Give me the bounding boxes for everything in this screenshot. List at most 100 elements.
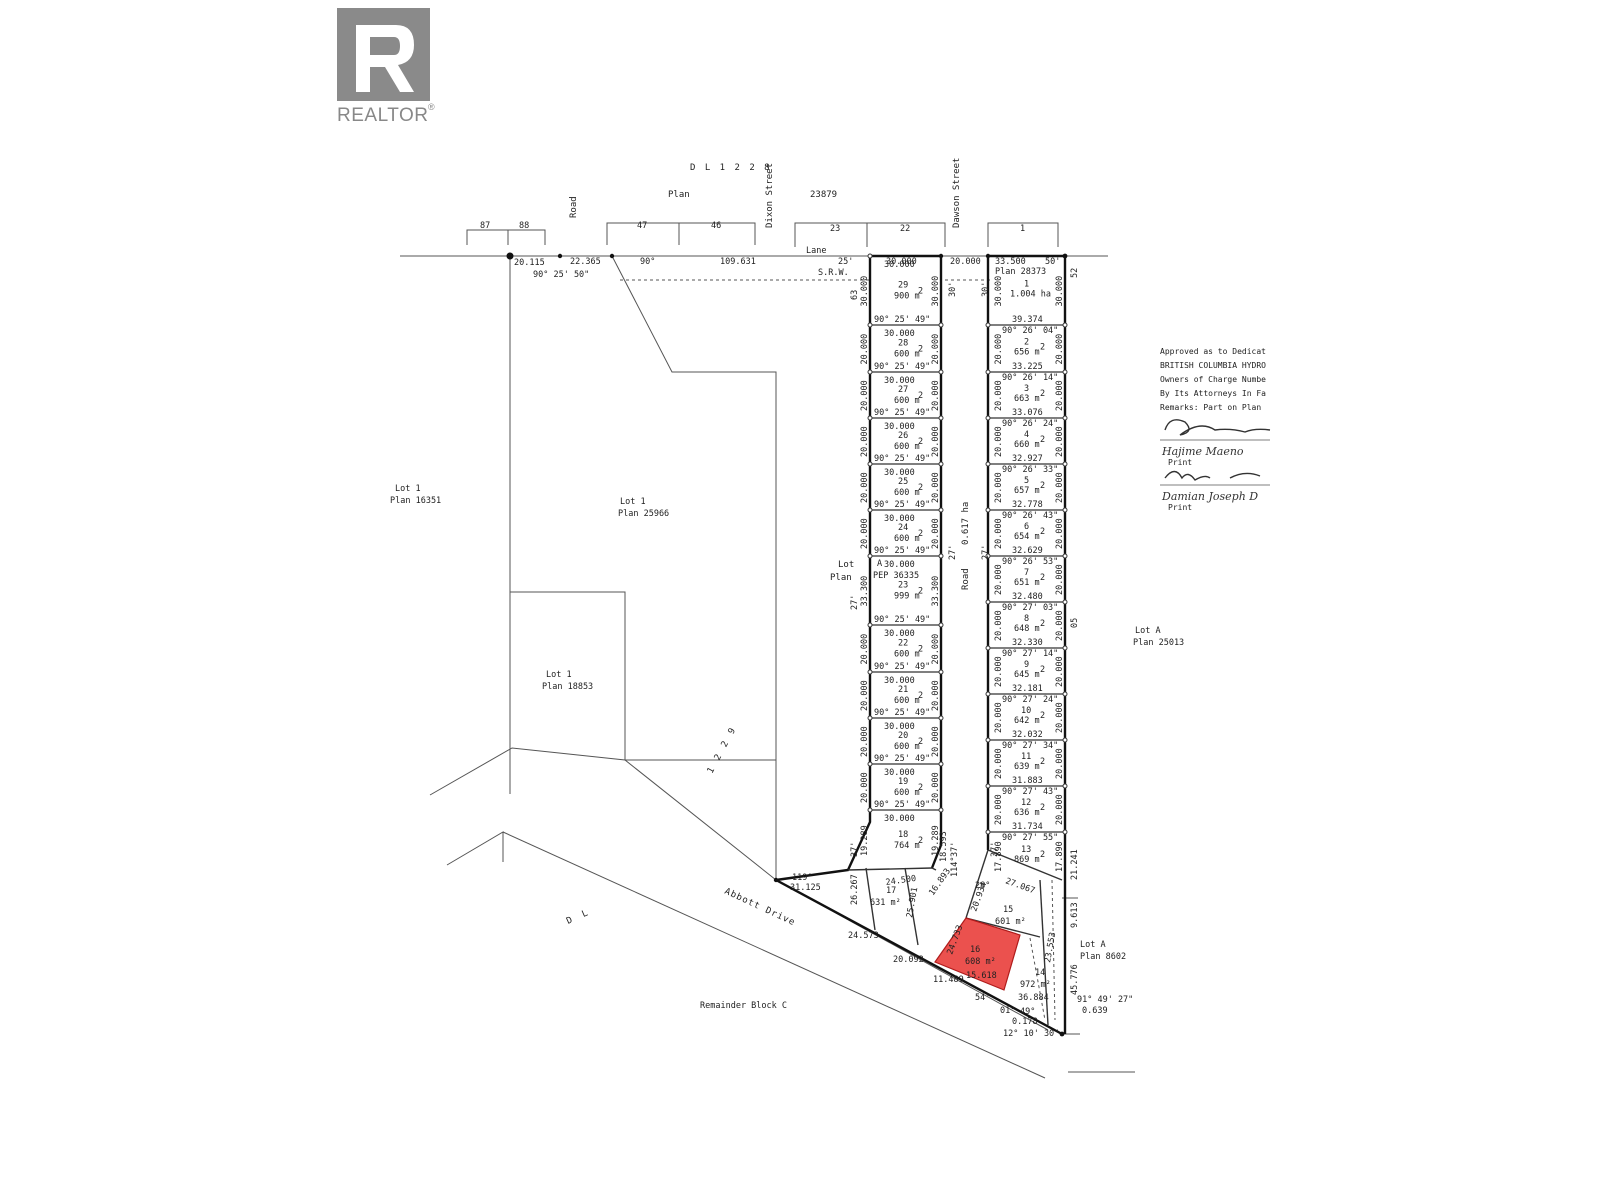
- top-lot-88: 88: [519, 221, 529, 231]
- dim-20-115: 20.115: [514, 258, 545, 268]
- lot-corner-node: [938, 669, 944, 675]
- lot-corner-node: [938, 507, 944, 513]
- dim-misc-23-553: 23.553: [1043, 932, 1058, 964]
- lot-corner-node: [1062, 645, 1068, 651]
- parcel-lot-a-8602-a: Lot A: [1080, 940, 1106, 950]
- east-lot-area-sup-11: 2: [1040, 757, 1045, 767]
- dim-misc-18-593: 18.593: [939, 831, 949, 862]
- west-lot-area-sup-25: 2: [918, 483, 923, 493]
- lane-label: Lane: [806, 246, 826, 256]
- west-lot-side-east-20: 20.000: [931, 726, 941, 757]
- west-lot-angle-19: 90° 25' 49": [874, 800, 930, 810]
- west-lot-area-sup-23: 2: [918, 587, 923, 597]
- east-lot-width-6: 32.629: [1012, 546, 1043, 556]
- east-lot-area-10: 642 m: [1014, 716, 1040, 726]
- lot-plan-label-a: A: [877, 559, 882, 569]
- east-lot-number-6: 6: [1024, 522, 1029, 532]
- west-lot-side-19: 20.000: [860, 772, 870, 803]
- street-road-north: Road: [569, 196, 579, 218]
- east-lot-area-sup-2: 2: [1040, 343, 1045, 353]
- dim-misc-24-500: 24.500: [885, 874, 917, 888]
- dim-misc-359-b: 37': [950, 842, 960, 857]
- lot-corner-node: [985, 783, 991, 789]
- dim-misc-37-a: 27': [850, 595, 860, 610]
- east-block: [775, 254, 1067, 1036]
- west-lot-area-19: 600 m: [894, 788, 920, 798]
- west-lot-angle-25: 90° 25' 49": [874, 500, 930, 510]
- lot-corner-node: [938, 761, 944, 767]
- approval-line-1: Approved as to Dedicat: [1160, 347, 1266, 356]
- west-lot-area-sup-26: 2: [918, 437, 923, 447]
- east-lot-area-1: 1.004 ha: [1010, 290, 1051, 300]
- east-lot-area-sup-8: 2: [1040, 619, 1045, 629]
- lot-corner-node: [938, 415, 944, 421]
- parcel-lot1-25966-b: Plan 25966: [618, 509, 669, 519]
- east-lot-side-east-5: 20.000: [1055, 472, 1065, 503]
- lot-17-number: 17: [886, 886, 896, 896]
- dl-1229: 1 2 2 9: [706, 725, 739, 776]
- west-lot-rows: [867, 322, 944, 813]
- dim-109-631: 109.631: [720, 257, 756, 267]
- dim-angle-90-25-50: 90° 25' 50": [533, 270, 589, 280]
- dim-misc-54: 01°: [1000, 1006, 1015, 1016]
- east-lot-area-sup-7: 2: [1040, 573, 1045, 583]
- dim-misc-11-489: 11.489: [933, 975, 964, 985]
- lot-corner-node: [867, 669, 873, 675]
- dim-misc-31-125: 31.125: [790, 883, 821, 893]
- west-lot-area-28: 600 m: [894, 350, 920, 360]
- west-lot-area-27: 600 m: [894, 396, 920, 406]
- west-lot-side-east-23: 33.300: [931, 576, 941, 607]
- east-lot-angle-3: 90° 26' 24": [1002, 419, 1058, 429]
- west-lot-area-sup-29: 2: [918, 287, 923, 297]
- signer-name-1: Hajime Maeno: [1161, 445, 1244, 458]
- east-lot-area-sup-12: 2: [1040, 803, 1045, 813]
- street-dawson: Dawson Street: [952, 158, 962, 228]
- west-lot-width-22: 30.000: [884, 629, 915, 639]
- dim-misc-24-573: 24.573: [848, 931, 879, 941]
- lot-corner-node: [938, 715, 944, 721]
- dim-misc-21-241: 21.241: [1070, 849, 1080, 880]
- east-lot-area-sup-13: 2: [1040, 850, 1045, 860]
- east-lot-angle-6: 90° 26' 53": [1002, 557, 1058, 567]
- west-lot-angle-23: 90° 25' 49": [874, 615, 930, 625]
- lot-corner-node: [1062, 691, 1068, 697]
- west-lot-angle-27: 90° 25' 49": [874, 408, 930, 418]
- lot-corner-node: [985, 645, 991, 651]
- west-lot-area-26: 600 m: [894, 442, 920, 452]
- west-lot-area-sup-20: 2: [918, 737, 923, 747]
- west-lot-area-sup-19: 2: [918, 783, 923, 793]
- lot-15-number: 15: [1003, 905, 1013, 915]
- west-lot-width-26: 30.000: [884, 422, 915, 432]
- east-lot-width-5: 32.778: [1012, 500, 1043, 510]
- dim-top-20: 20.000: [950, 257, 981, 267]
- realtor-logo[interactable]: REALTOR ®: [337, 8, 435, 126]
- lot-corner-node: [938, 622, 944, 628]
- header-plan-number: 23879: [810, 190, 837, 200]
- top-lot-46: 46: [711, 221, 721, 231]
- east-lot-area-6: 654 m: [1014, 532, 1040, 542]
- east-lot-side-9: 20.000: [994, 656, 1004, 687]
- east-lot-angle-9: 90° 27' 24": [1002, 695, 1058, 705]
- parcel-lot-a-8602-b: Plan 8602: [1080, 952, 1126, 962]
- dim-misc-49: 28°: [975, 881, 990, 891]
- west-lot-area-21: 600 m: [894, 696, 920, 706]
- west-lot-width-27: 30.000: [884, 376, 915, 386]
- east-lot-number-13: 13: [1021, 845, 1031, 855]
- highlighted-lot-16[interactable]: [934, 917, 1021, 991]
- west-lot-side-26: 20.000: [860, 426, 870, 457]
- west-lot-side-east-22: 20.000: [931, 634, 941, 665]
- registered-mark: ®: [428, 102, 435, 112]
- west-lot-angle-21: 90° 25' 49": [874, 708, 930, 718]
- dim-misc-37-b: 27': [948, 545, 958, 560]
- west-lot-width-28: 30.000: [884, 329, 915, 339]
- east-lot-side-east-4: 20.000: [1055, 426, 1065, 457]
- east-lot-number-2: 2: [1024, 338, 1029, 348]
- east-lot-width-12: 31.734: [1012, 822, 1043, 832]
- east-lot-angle-5: 90° 26' 43": [1002, 511, 1058, 521]
- west-lot-area-sup-28: 2: [918, 345, 923, 355]
- east-lot-area-5: 657 m: [1014, 486, 1040, 496]
- west-lot-area-20: 600 m: [894, 742, 920, 752]
- west-lot-angle-28: 90° 25' 49": [874, 362, 930, 372]
- lot-corner-node: [985, 691, 991, 697]
- lot-corner-node: [985, 322, 991, 328]
